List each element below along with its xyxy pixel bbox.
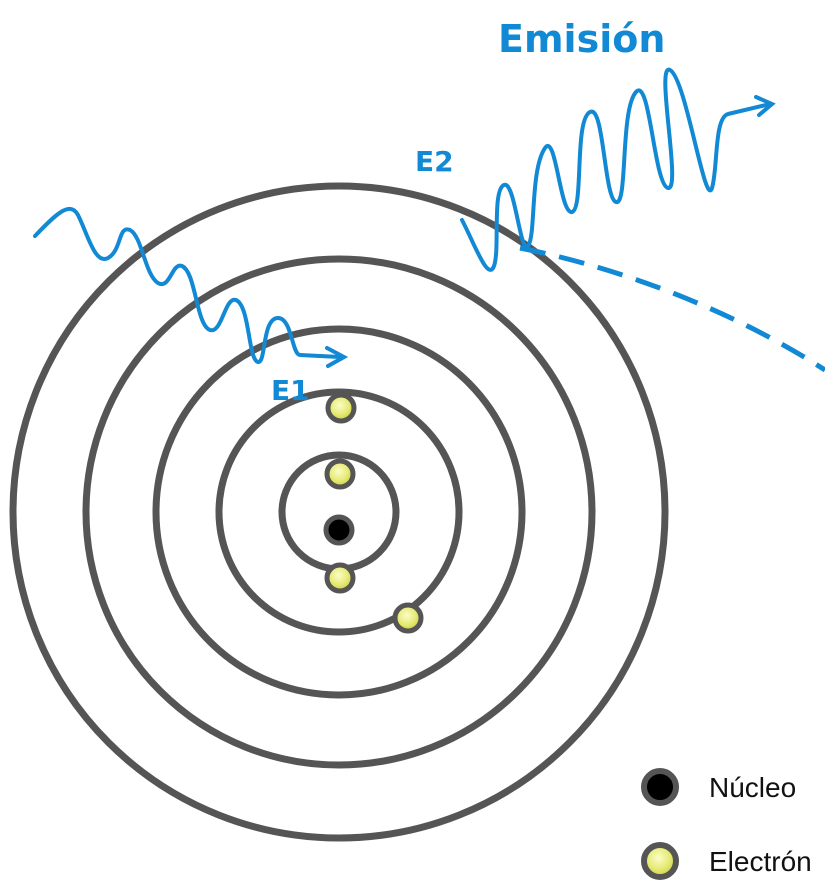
legend-nucleus-label: Núcleo [709,772,796,803]
electrons [324,392,424,634]
electron [325,392,357,424]
legend-electron-icon [641,842,679,880]
electron [392,602,424,634]
energy-label-e2: E2 [415,145,454,178]
electron [324,562,356,594]
electron [324,458,356,490]
emitted-photon-wave [460,67,776,272]
legend-electron-label: Electrón [709,846,812,877]
orbit-5 [9,182,669,842]
nucleus [323,514,355,546]
energy-label-e1: E1 [271,374,310,407]
orbit-3 [152,325,526,699]
orbit-4 [82,255,596,769]
dashed-trajectory [519,245,825,373]
orbit-2 [215,388,463,636]
emission-title: Emisión [498,17,665,61]
incoming-photon-wave [33,207,349,368]
orbits [9,182,669,842]
legend: Núcleo Electrón [641,768,812,880]
legend-nucleus-icon [641,768,679,806]
